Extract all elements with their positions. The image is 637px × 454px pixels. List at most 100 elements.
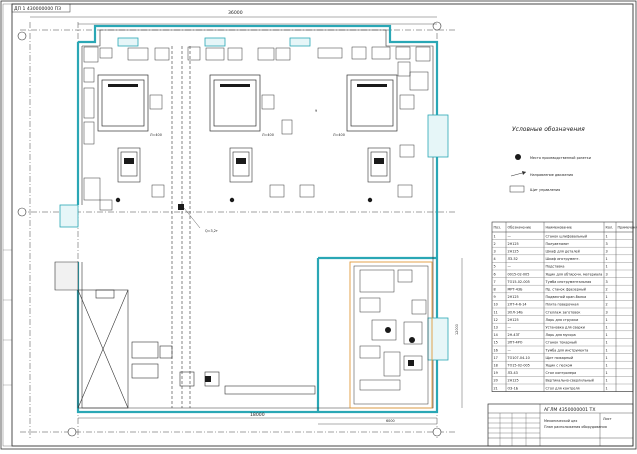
spec-header-cell: Обозначение — [508, 226, 532, 230]
lamp-icon — [515, 154, 521, 160]
machine-details — [116, 158, 384, 202]
spec-cell: — — [508, 234, 512, 238]
spec-cell: 17 — [494, 356, 498, 360]
crane-runway — [172, 46, 190, 408]
spec-cell: 21 — [494, 386, 498, 390]
crane-hook — [178, 204, 184, 210]
spec-cell: ЗПТ-4РО — [508, 341, 523, 345]
spec-cell: 1 — [606, 371, 608, 375]
spec-cell: Ларь для мусора — [546, 333, 576, 337]
spec-cell: 14 — [494, 333, 498, 337]
spec-cell: Ларь для стружки — [546, 318, 579, 322]
lower-left-fixtures — [205, 376, 211, 382]
spec-cell: Станок токарный — [546, 341, 577, 345]
machine-labels: Л=400 Л=400 Л=400 9 Q=3,2т — [150, 109, 345, 233]
spec-cell: — — [508, 348, 512, 352]
spec-cell: Пр. станок фрезерный — [546, 288, 586, 292]
large-machines — [98, 75, 397, 131]
spec-cell: 0015-02-005 — [508, 272, 530, 276]
lower-left-room — [55, 262, 315, 408]
spec-cell: 3 — [494, 250, 496, 254]
spec-cell: 7 — [494, 280, 496, 284]
spec-cell: Ящик для обтирочн. материала — [546, 272, 603, 276]
spec-cell: Ящик с песком — [546, 364, 573, 368]
spec-cell: Стол контролера — [546, 371, 577, 375]
side-strip — [3, 4, 12, 446]
board-icon — [510, 186, 524, 192]
spec-cell: 10 — [494, 303, 498, 307]
spec-cell: 2Н125 — [508, 250, 519, 254]
sheet-label: Лист — [603, 417, 612, 421]
title-name-2: План расположения оборудования — [544, 425, 607, 429]
spec-cell: Тумба для инструмента — [545, 348, 589, 352]
lower-right-room — [350, 262, 432, 408]
right-dimension: 12000 — [455, 324, 459, 335]
spec-header-cell: Наименование — [546, 226, 572, 230]
spec-cell: 1 — [606, 257, 608, 261]
spec-cell: Шкаф для деталей — [546, 250, 580, 254]
spec-cell: 1 — [606, 295, 608, 299]
spec-cell: 1 — [606, 333, 608, 337]
spec-cell: Подставка — [546, 265, 565, 269]
spec-cell: 1 — [606, 341, 608, 345]
spec-cell: 2 — [606, 288, 608, 292]
spec-cell: 16 — [494, 348, 498, 352]
spec-cell: 2 — [494, 242, 496, 246]
spec-cell: — — [508, 326, 512, 330]
spec-cell: 18 — [494, 364, 498, 368]
spec-cell: 3 — [606, 242, 608, 246]
legend-title: Условные обозначения — [512, 126, 585, 133]
spec-cell: 13 — [494, 326, 498, 330]
spec-cell: Вертикально-сверлильный — [546, 379, 594, 383]
legend: Условные обозначения Место производствен… — [510, 126, 591, 192]
top-dimension: 36000 — [228, 10, 243, 16]
spec-cell: 1 — [606, 379, 608, 383]
spec-cell: 3 — [606, 250, 608, 254]
spec-cell: ТО107-04-10 — [507, 356, 530, 360]
svg-text:Q=3,2т: Q=3,2т — [205, 229, 218, 233]
spec-cell: Плита поверочная — [546, 303, 579, 307]
title-block: АГЛМ 4350000001 ТХ Механический цех План… — [488, 404, 633, 446]
bottom-dimension-inner: 6000 — [386, 419, 395, 423]
spec-cell: 20 — [494, 379, 498, 383]
spec-cell: 3 — [606, 310, 608, 314]
spec-cell: 2Н125 — [508, 242, 519, 246]
spec-cell: 8 — [494, 288, 496, 292]
spec-cell: 3 — [606, 272, 608, 276]
spec-cell: 1 — [494, 234, 496, 238]
spec-header-cell: Поз. — [494, 226, 502, 230]
top-equipment-row — [84, 47, 430, 62]
spec-cell: 1 — [606, 356, 608, 360]
svg-text:Л=400: Л=400 — [262, 133, 274, 137]
spec-cell: МРТ-43Б — [508, 288, 524, 292]
spec-cell: Стол для контроля — [546, 386, 580, 390]
spec-cell: ЗОЛ-14Б — [508, 310, 524, 314]
spec-cell: 1 — [606, 318, 608, 322]
spec-header-cell: Примечание — [618, 226, 637, 230]
spec-cell: Полуавтомат — [546, 242, 570, 246]
spec-cell: Стеллаж заготовок — [546, 310, 581, 314]
spec-cell: 1 — [606, 386, 608, 390]
spec-cell: ТО15-02-005 — [507, 280, 530, 284]
spec-cell: 19 — [494, 371, 498, 375]
spec-cell: 2 — [606, 303, 608, 307]
spec-cell: 1 — [606, 326, 608, 330]
spec-cell: 1 — [606, 234, 608, 238]
svg-text:Л=400: Л=400 — [150, 133, 162, 137]
legend-item-lamp: Место производственной розетки — [515, 154, 591, 160]
spec-cell: ЛЗ-43 — [508, 371, 518, 375]
spec-cell: Подвесной кран-балка — [546, 295, 587, 299]
top-stamp-code: ДП 1 430000000 ПЗ — [14, 6, 61, 12]
medium-machines — [118, 148, 390, 182]
doc-code: АГЛМ 4350000001 ТХ — [544, 407, 595, 413]
spec-cell: ЛЗ-52 — [508, 257, 518, 261]
spec-cell: 4 — [494, 257, 496, 261]
spec-cell: Тумба инструментальная — [545, 280, 592, 284]
title-name-1: Механический цех — [544, 419, 577, 423]
spec-cell: 15 — [494, 341, 498, 345]
spec-cell: 11 — [494, 310, 498, 314]
legend-item-board: Щит управления — [510, 186, 560, 192]
spec-cell: Станок шлифовальный — [546, 234, 588, 238]
